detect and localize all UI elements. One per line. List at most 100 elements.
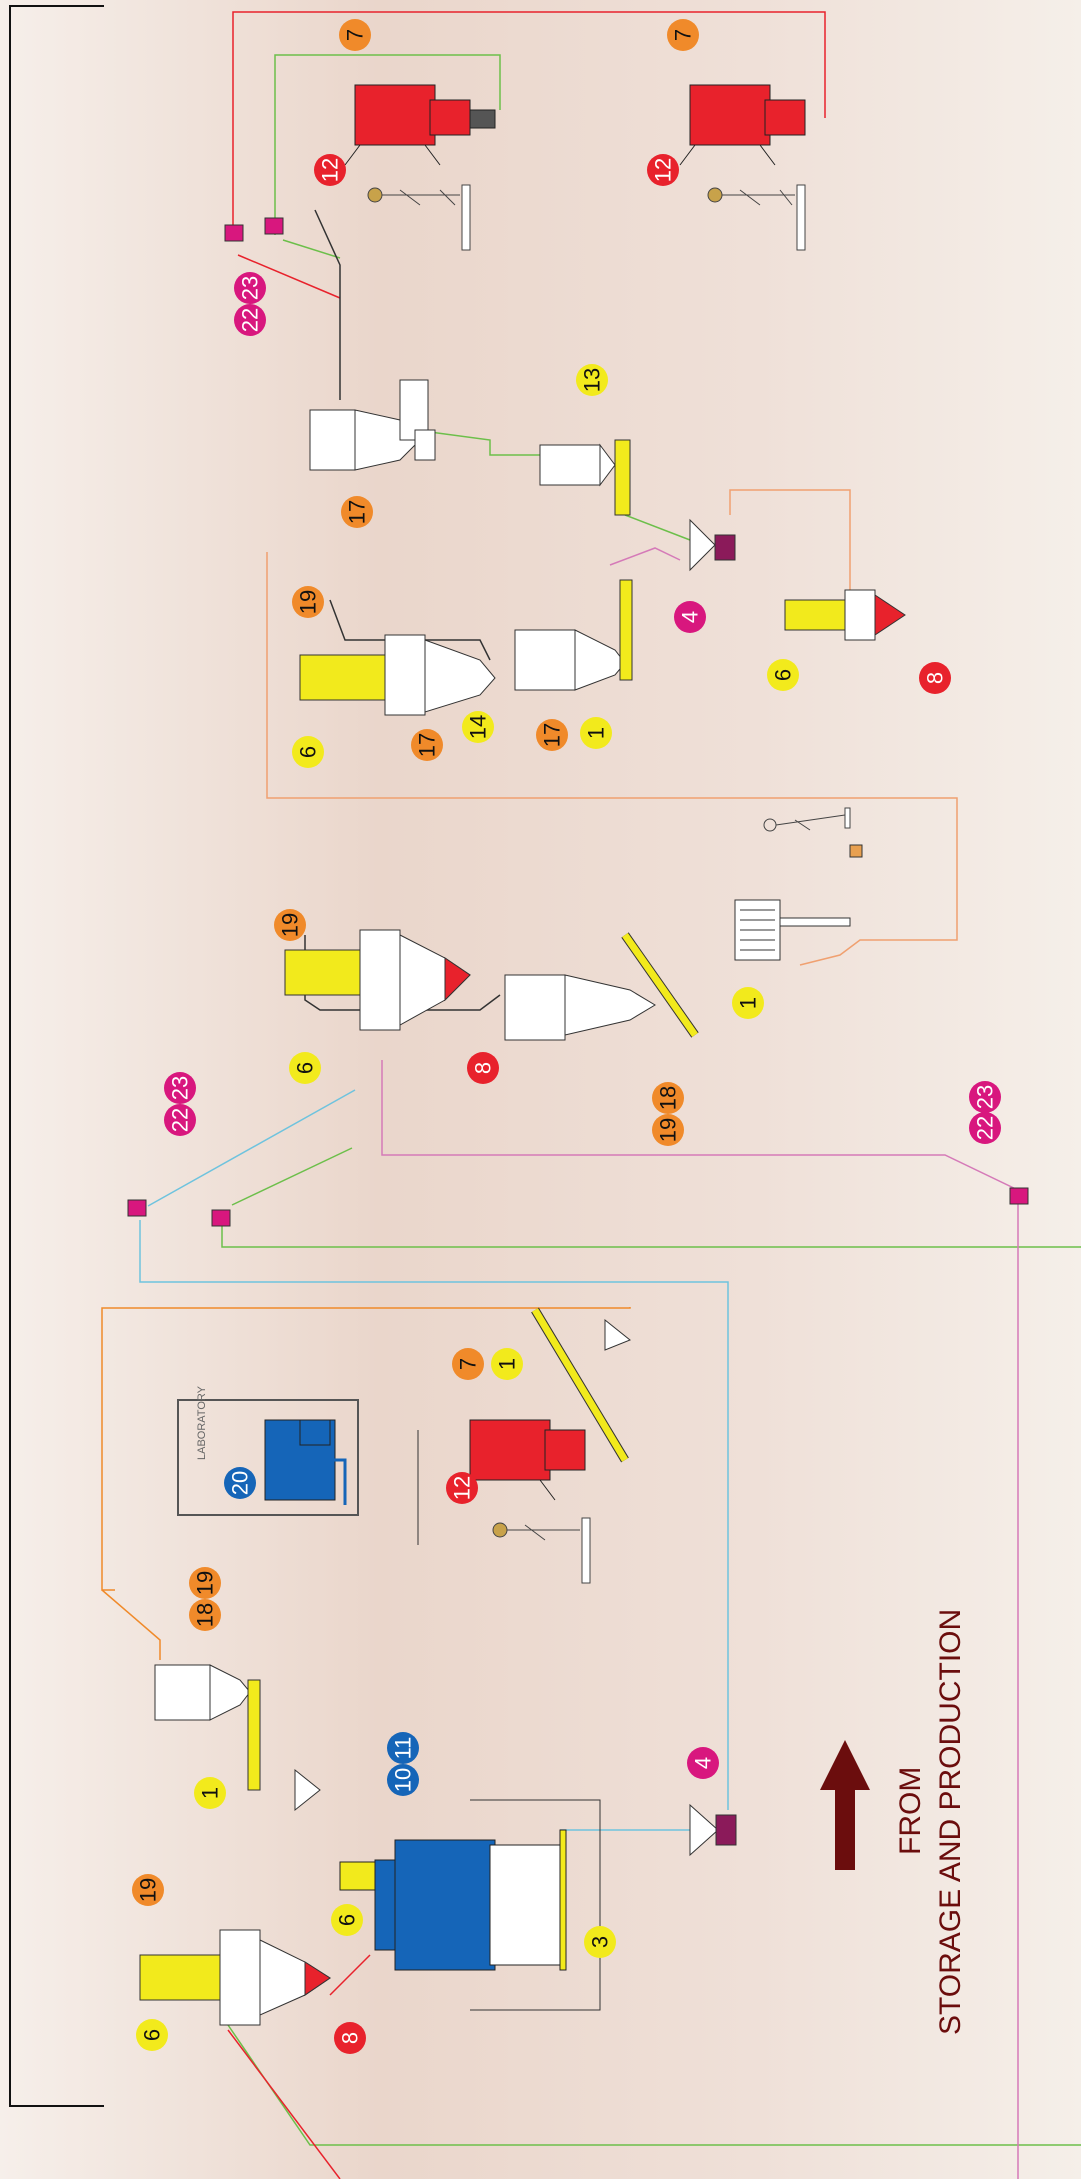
badge-circle xyxy=(647,154,679,186)
laboratory-badge: 20 xyxy=(224,1467,256,1499)
cyclone-mid-right xyxy=(514,579,633,691)
callout-badge-8: 8 xyxy=(919,662,951,694)
callout-badge-19: 19 xyxy=(132,1874,164,1906)
red-mixer-top-right xyxy=(679,84,806,166)
callout-badge-6: 6 xyxy=(292,736,324,768)
badge-label: 19 xyxy=(656,1118,681,1142)
callout-badge-17: 17 xyxy=(341,496,373,528)
badge-label: 7 xyxy=(343,29,368,41)
badge-label: 23 xyxy=(973,1085,998,1109)
yellow-conveyor-lower xyxy=(531,1307,631,1463)
badge-label: 3 xyxy=(588,1936,613,1948)
green-pipe-top xyxy=(274,54,501,235)
green-pipe-feed xyxy=(282,239,341,259)
badge-label: 1 xyxy=(495,1358,520,1370)
green-pipe-diag xyxy=(231,1147,353,1206)
badge-circle xyxy=(289,1052,321,1084)
green-pipe-long xyxy=(221,1220,1081,1248)
callout-badge-11: 11 xyxy=(387,1732,419,1764)
badge-label: 6 xyxy=(140,2029,165,2041)
badge-label: 8 xyxy=(923,672,948,684)
badge-label: 19 xyxy=(193,1571,218,1595)
callout-badge-6: 6 xyxy=(289,1052,321,1084)
badge-circle xyxy=(164,1072,196,1104)
callout-badge-1: 1 xyxy=(491,1348,523,1380)
cyclone-top xyxy=(309,379,436,471)
callout-badge-22: 22 xyxy=(164,1104,196,1136)
badge-label: 1 xyxy=(584,727,609,739)
operator-figure-1 xyxy=(367,184,471,251)
badge-label: 6 xyxy=(771,669,796,681)
callout-badge-23: 23 xyxy=(969,1081,1001,1113)
badge-circle xyxy=(341,496,373,528)
callout-badge-4: 4 xyxy=(674,601,706,633)
green-pipe-bottom xyxy=(227,2024,1081,2146)
badge-circle xyxy=(292,586,324,618)
green-pipe-hopper xyxy=(624,514,691,541)
badge-circle xyxy=(667,19,699,51)
svg-text:20: 20 xyxy=(228,1471,253,1495)
cyclone-center xyxy=(284,929,656,1041)
callout-badge-3: 3 xyxy=(584,1926,616,1958)
badge-circle xyxy=(446,1472,478,1504)
callout-badge-8: 8 xyxy=(467,1052,499,1084)
badge-circle xyxy=(387,1764,419,1796)
callout-badge-7: 7 xyxy=(339,19,371,51)
callout-badge-12: 12 xyxy=(446,1472,478,1504)
badge-label: 12 xyxy=(450,1476,475,1500)
badge-circle xyxy=(387,1732,419,1764)
red-pipe-bottom xyxy=(227,2029,341,2179)
badge-label: 12 xyxy=(651,158,676,182)
badge-circle xyxy=(314,154,346,186)
callout-badge-10: 10 xyxy=(387,1764,419,1796)
badge-label: 18 xyxy=(656,1086,681,1110)
badge-circle xyxy=(339,19,371,51)
operator-figure-2 xyxy=(707,184,806,251)
red-mixer-top-left xyxy=(344,84,496,166)
callout-badge-13: 13 xyxy=(576,364,608,396)
badge-circle xyxy=(334,2022,366,2054)
magenta-valves-top xyxy=(127,217,1029,1227)
badge-circle xyxy=(576,364,608,396)
cyclone-small xyxy=(539,439,631,516)
blue-pipe xyxy=(139,1220,729,1810)
badge-label: 11 xyxy=(391,1737,416,1760)
callout-badge-18: 18 xyxy=(652,1082,684,1114)
red-pipe-diag xyxy=(237,254,341,299)
badge-circle xyxy=(767,659,799,691)
badge-label: 10 xyxy=(391,1768,416,1792)
yellow-red-unit-upper xyxy=(784,589,906,641)
badge-label: 8 xyxy=(338,2032,363,2044)
badge-circle xyxy=(234,304,266,336)
badge-circle xyxy=(132,1874,164,1906)
badge-label: 7 xyxy=(671,29,696,41)
red-pipe-feed xyxy=(329,1954,371,1996)
badge-label: 6 xyxy=(335,1914,360,1926)
callout-badge-17: 17 xyxy=(536,719,568,751)
callout-badge-7: 7 xyxy=(667,19,699,51)
badge-circle xyxy=(584,1926,616,1958)
badge-label: 7 xyxy=(456,1358,481,1370)
cyclone-bottom-left xyxy=(139,1929,331,2026)
caption: FROM STORAGE AND PRODUCTION xyxy=(894,1609,967,2035)
badge-label: 17 xyxy=(540,723,565,747)
callout-badge-4: 4 xyxy=(687,1747,719,1779)
piping xyxy=(101,11,1081,2179)
callout-badge-18: 18 xyxy=(189,1599,221,1631)
badge-label: 23 xyxy=(168,1076,193,1100)
badge-circle xyxy=(687,1747,719,1779)
badge-circle xyxy=(136,2019,168,2051)
callout-badge-19: 19 xyxy=(292,586,324,618)
callout-badge-19: 19 xyxy=(189,1567,221,1599)
badge-circle xyxy=(462,711,494,743)
badge-label: 22 xyxy=(168,1108,193,1132)
callout-badge-1: 1 xyxy=(732,987,764,1019)
caption-line2: STORAGE AND PRODUCTION xyxy=(934,1609,967,2035)
badge-label: 23 xyxy=(238,276,263,300)
badge-circle xyxy=(652,1082,684,1114)
callout-badge-8: 8 xyxy=(334,2022,366,2054)
callout-badge-7: 7 xyxy=(452,1348,484,1380)
callout-badge-22: 22 xyxy=(234,304,266,336)
badge-circle xyxy=(919,662,951,694)
hopper-top xyxy=(689,518,736,572)
